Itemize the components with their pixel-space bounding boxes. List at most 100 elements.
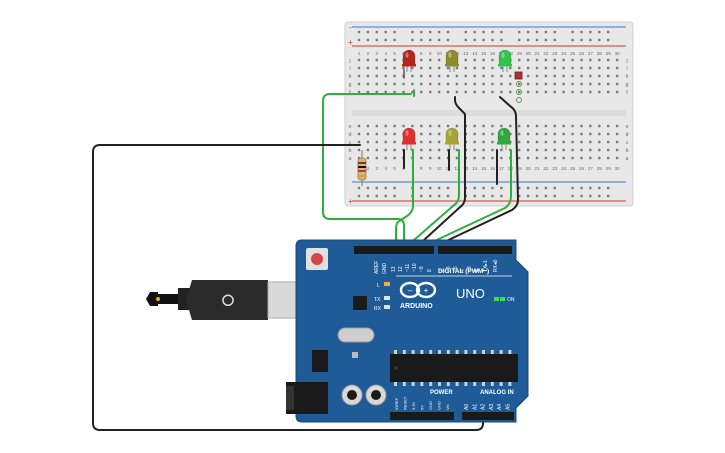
rail-hole[interactable]: [420, 194, 423, 198]
wire-black-ground[interactable]: [92, 144, 484, 431]
breadboard-hole[interactable]: [589, 82, 592, 86]
breadboard-hole[interactable]: [500, 90, 503, 94]
rail-hole[interactable]: [366, 30, 370, 34]
breadboard-hole[interactable]: [580, 82, 583, 86]
breadboard-hole[interactable]: [482, 74, 485, 78]
breadboard-hole[interactable]: [500, 74, 503, 78]
breadboard-hole[interactable]: [402, 124, 405, 128]
rail-hole[interactable]: [571, 38, 574, 42]
breadboard-hole[interactable]: [526, 156, 530, 160]
breadboard-hole[interactable]: [384, 148, 387, 152]
breadboard-hole[interactable]: [491, 132, 494, 136]
breadboard-hole[interactable]: [393, 148, 396, 152]
breadboard-hole[interactable]: [491, 148, 494, 152]
breadboard-hole[interactable]: [437, 156, 441, 160]
breadboard-hole[interactable]: [518, 148, 521, 152]
breadboard-hole[interactable]: [429, 140, 432, 144]
resistor[interactable]: [357, 150, 367, 186]
breadboard-hole[interactable]: [357, 132, 361, 136]
breadboard-hole[interactable]: [455, 66, 459, 70]
rail-hole[interactable]: [446, 194, 450, 198]
breadboard-hole[interactable]: [411, 90, 414, 94]
breadboard-hole[interactable]: [518, 66, 521, 70]
rail-hole[interactable]: [464, 30, 467, 34]
rail-hole[interactable]: [535, 30, 539, 34]
breadboard-hole[interactable]: [535, 140, 539, 144]
rail-hole[interactable]: [473, 30, 476, 34]
breadboard-hole[interactable]: [473, 90, 476, 94]
breadboard-hole[interactable]: [562, 82, 565, 86]
breadboard-hole[interactable]: [429, 58, 432, 62]
breadboard-hole[interactable]: [384, 74, 387, 78]
breadboard-hole[interactable]: [553, 58, 556, 62]
breadboard-hole[interactable]: [384, 140, 387, 144]
rail-hole[interactable]: [375, 194, 378, 198]
breadboard-hole[interactable]: [393, 66, 396, 70]
breadboard-hole[interactable]: [446, 66, 450, 70]
breadboard-hole[interactable]: [598, 74, 601, 78]
rail-hole[interactable]: [482, 186, 485, 190]
breadboard-hole[interactable]: [384, 132, 387, 136]
breadboard-hole[interactable]: [473, 132, 476, 136]
breadboard-hole[interactable]: [420, 66, 423, 70]
breadboard-hole[interactable]: [411, 74, 414, 78]
breadboard-hole[interactable]: [455, 156, 459, 160]
rail-hole[interactable]: [437, 30, 441, 34]
breadboard-hole[interactable]: [526, 74, 530, 78]
breadboard-hole[interactable]: [615, 140, 619, 144]
breadboard-hole[interactable]: [491, 74, 494, 78]
breadboard-hole[interactable]: [598, 82, 601, 86]
rail-hole[interactable]: [580, 38, 583, 42]
breadboard-hole[interactable]: [598, 58, 601, 62]
breadboard-hole[interactable]: [571, 66, 574, 70]
breadboard-hole[interactable]: [615, 90, 619, 94]
breadboard-hole[interactable]: [615, 148, 619, 152]
breadboard-hole[interactable]: [446, 82, 450, 86]
rail-hole[interactable]: [607, 38, 610, 42]
breadboard-hole[interactable]: [482, 90, 485, 94]
rail-hole[interactable]: [429, 194, 432, 198]
breadboard-hole[interactable]: [518, 124, 521, 128]
breadboard-hole[interactable]: [482, 140, 485, 144]
led-bottom-yellow[interactable]: [445, 127, 459, 150]
rail-hole[interactable]: [544, 30, 548, 34]
breadboard-hole[interactable]: [357, 66, 361, 70]
breadboard-hole[interactable]: [491, 90, 494, 94]
breadboard-hole[interactable]: [526, 132, 530, 136]
rail-hole[interactable]: [357, 30, 361, 34]
breadboard-hole[interactable]: [473, 58, 476, 62]
breadboard-hole[interactable]: [455, 124, 459, 128]
breadboard-hole[interactable]: [607, 82, 610, 86]
rail-hole[interactable]: [526, 38, 530, 42]
breadboard-hole[interactable]: [375, 132, 378, 136]
breadboard-hole[interactable]: [553, 148, 556, 152]
rail-hole[interactable]: [518, 30, 521, 34]
breadboard-hole[interactable]: [580, 132, 583, 136]
rail-hole[interactable]: [437, 194, 441, 198]
rail-hole[interactable]: [366, 186, 370, 190]
breadboard-hole[interactable]: [562, 74, 565, 78]
breadboard-hole[interactable]: [607, 74, 610, 78]
breadboard-hole[interactable]: [562, 58, 565, 62]
breadboard-hole[interactable]: [571, 82, 574, 86]
led-top-green[interactable]: [498, 49, 512, 72]
breadboard-hole[interactable]: [482, 82, 485, 86]
breadboard-hole[interactable]: [518, 90, 521, 94]
breadboard-hole[interactable]: [402, 90, 405, 94]
rail-hole[interactable]: [571, 30, 574, 34]
breadboard-hole[interactable]: [509, 74, 512, 78]
breadboard-hole[interactable]: [509, 90, 512, 94]
breadboard-hole[interactable]: [553, 132, 556, 136]
breadboard-hole[interactable]: [411, 66, 414, 70]
breadboard-hole[interactable]: [375, 148, 378, 152]
breadboard[interactable]: - + + 1122334455667788991010111112121313…: [344, 21, 634, 207]
breadboard-hole[interactable]: [553, 124, 556, 128]
breadboard-hole[interactable]: [455, 148, 459, 152]
breadboard-hole[interactable]: [598, 124, 601, 128]
breadboard-hole[interactable]: [420, 156, 423, 160]
breadboard-hole[interactable]: [544, 90, 548, 94]
rail-hole[interactable]: [526, 194, 530, 198]
breadboard-hole[interactable]: [553, 90, 556, 94]
breadboard-hole[interactable]: [580, 124, 583, 128]
